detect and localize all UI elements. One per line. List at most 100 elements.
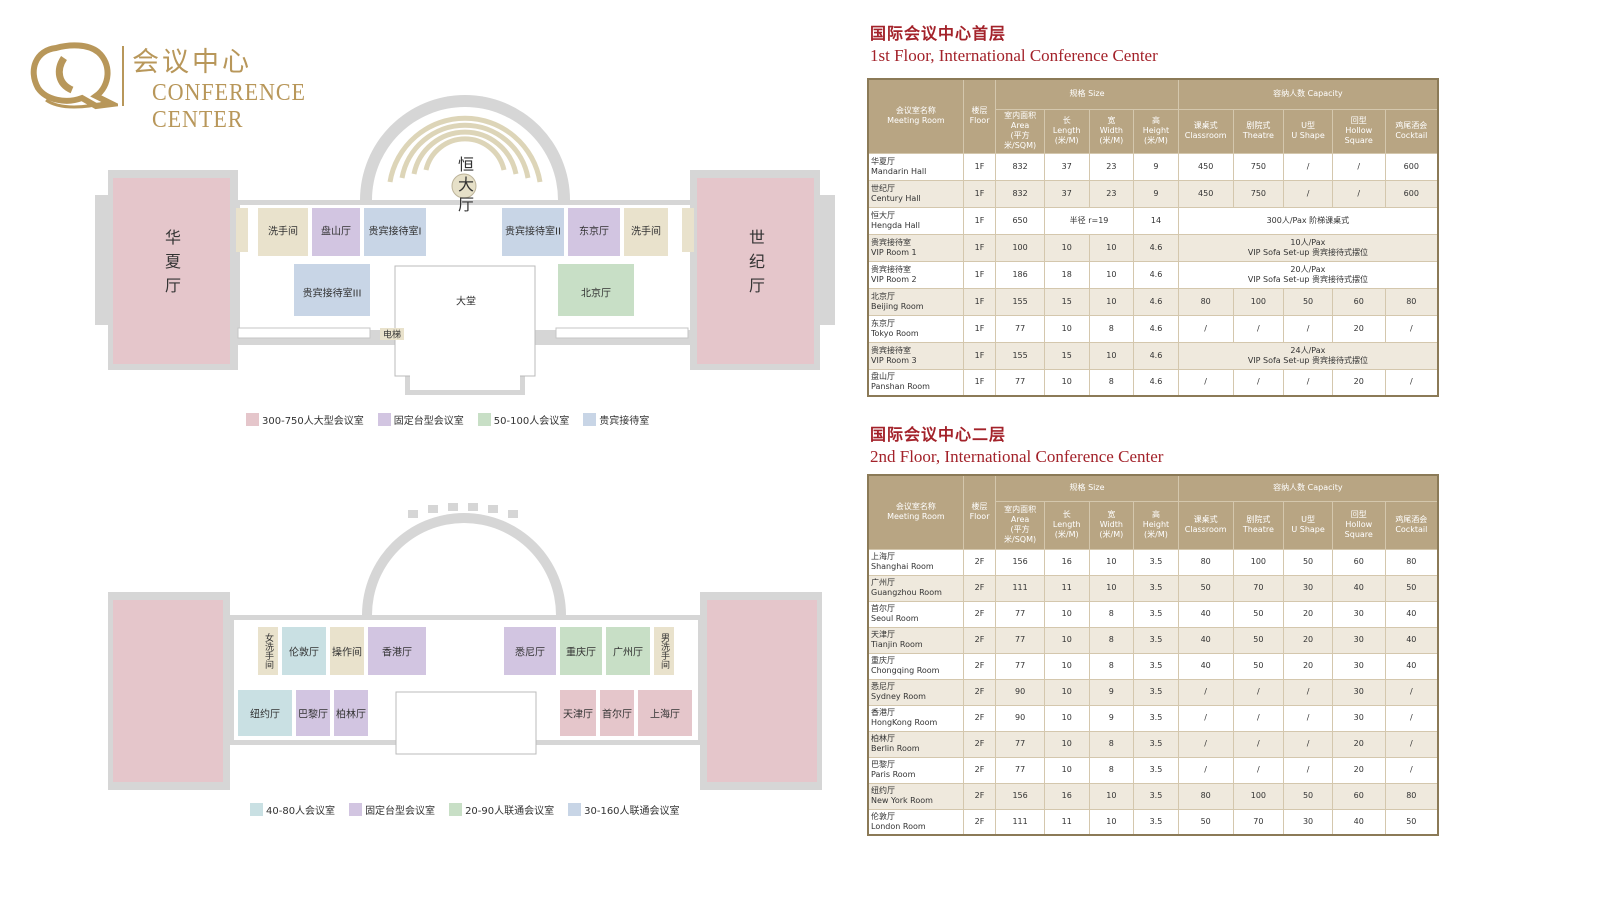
table-cell: / [1283,704,1333,732]
table-cell: 600 [1384,179,1439,208]
table-cell: 1F [962,152,997,181]
table-cell: 30 [1331,704,1386,732]
table-cell: / [1384,368,1439,397]
conference-center-logo: 会议中心 CONFERENCE CENTER [26,40,366,133]
table-cell: 60 [1331,782,1386,810]
table-cell: 50 [1232,626,1285,654]
cell-text: VIP Room 1 [871,247,917,257]
table-cell: 77 [995,368,1045,397]
table-cell: 30 [1283,574,1333,602]
table-cell: 20 [1331,730,1386,758]
table-cell: 15 [1043,287,1090,316]
table-cell: 2F [962,808,997,836]
legend-item-fixed: 固定台型会议室 [349,802,435,817]
table-cell: 8 [1088,730,1135,758]
table-cell: 40 [1177,626,1234,654]
table-cell: / [1331,152,1386,181]
table-cell: 111 [995,574,1045,602]
table-cell: 40 [1331,808,1386,836]
cell-text: 24人/Pax [1290,345,1326,355]
table-cell: 50 [1232,652,1285,680]
table-cell: 156 [995,548,1045,576]
room-washroom-right: 洗手间 [631,226,661,238]
floor2-heading-cn: 国际会议中心二层 [870,425,1007,444]
table-cell: / [1177,704,1234,732]
cell-text: VIP Room 2 [871,274,917,284]
table-cell: 60 [1331,287,1386,316]
table-cell: / [1384,704,1439,732]
table-cell: 80 [1177,287,1234,316]
cell-text: 恒大厅 [871,210,895,220]
table-cell: / [1232,678,1285,706]
cell-text: 贵宾接待室 [871,237,911,247]
shiji-hall-block [697,178,814,364]
table-cell: 100 [1232,782,1285,810]
room-vip2: 贵宾接待室II [505,226,561,238]
table-cell: 20 [1283,652,1333,680]
cell-text: 香港厅 [871,708,895,717]
legend-item-fixed: 固定台型会议室 [377,412,464,427]
table-cell: 37 [1043,179,1090,208]
table-cell: 155 [995,287,1045,316]
table-cell: 10 [1088,341,1135,370]
table-cell: 18 [1043,260,1090,289]
table-cell: / [1384,730,1439,758]
table-cell: / [1283,678,1333,706]
table-cell: 111 [995,808,1045,836]
table-cell: 155 [995,341,1045,370]
table-cell: 3.5 [1133,626,1179,654]
table-cell: 10 [1043,704,1090,732]
logo-en-text: CONFERENCE CENTER [152,80,306,133]
table-cell: 50 [1177,808,1234,836]
cell-text: 伦敦厅 [871,811,895,821]
cell-text: Century Hall [871,193,921,203]
cell-text: 天津厅 [871,630,895,639]
table-cell: 9 [1088,704,1135,732]
table-cell: 4.6 [1133,341,1179,370]
cell-text: Shanghai Room [871,562,934,571]
table-cell: 832 [995,152,1045,181]
table-cell: / [1283,730,1333,758]
table-cell: 4.6 [1133,368,1179,397]
table-cell: 2F [962,782,997,810]
table-cell: 10 [1088,808,1135,836]
table-cell: 2F [962,626,997,654]
room-lobby: 大堂 [456,296,476,308]
table-cell: / [1177,756,1234,784]
cell-text: Sydney Room [871,692,926,701]
table-cell: 10 [1043,756,1090,784]
room-paris: 巴黎厅 [298,709,328,721]
table-cell: 23 [1088,152,1135,181]
room-dongjing: 东京厅 [579,226,609,238]
room-washroom-left: 洗手间 [268,226,298,238]
table-cell: / [1177,368,1234,397]
cell-text: 贵宾接待室 [871,264,911,274]
cell-text: Hengda Hall [871,220,920,230]
room-chongqing: 重庆厅 [566,647,596,659]
table-cell: 3.5 [1133,574,1179,602]
cell-text: Panshan Room [871,382,930,392]
room-panshan: 盘山厅 [321,226,351,238]
cell-text: 贵宾接待室 [871,345,911,355]
cell-text: 300人/Pax 阶梯课桌式 [1266,215,1350,225]
